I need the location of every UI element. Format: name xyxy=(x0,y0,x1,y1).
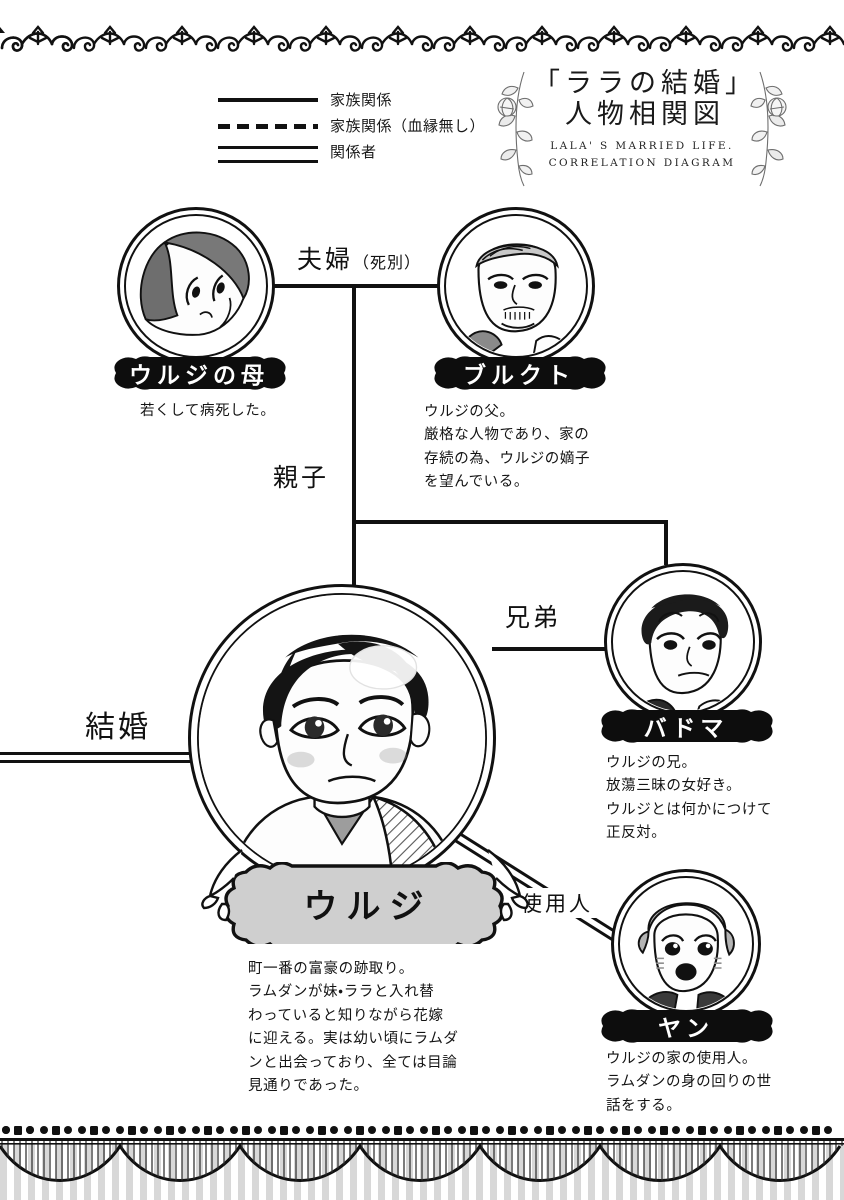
floral-sprig-right-icon xyxy=(748,70,790,188)
nameplate-yan-label: ヤン xyxy=(658,1016,714,1042)
portrait-mother xyxy=(117,207,275,365)
nameplate-badoma-label: バドマ xyxy=(643,716,729,742)
title-english-line2: CORRELATION DIAGRAM xyxy=(548,156,736,169)
portrait-father xyxy=(437,207,595,365)
connector-children-bar xyxy=(352,520,668,524)
title-block: 「ララの結婚」 人物相関図 LALA' S MARRIED LIFE. CORR… xyxy=(492,68,792,188)
description-urji: 町一番の富豪の跡取り。 ラムダンが妹・ララと入れ替 わっていると知りながら花嫁 … xyxy=(248,961,459,1095)
legend-key-solid-line xyxy=(218,89,318,109)
legend-key-dashed-line xyxy=(218,115,318,135)
connector-mother-father xyxy=(268,284,452,288)
legend-label-family-no-blood: 家族関係（血縁無し） xyxy=(330,116,486,135)
connector-down-badoma xyxy=(664,520,668,565)
legend-label-associate: 関係者 xyxy=(330,142,377,161)
legend-label-family: 家族関係 xyxy=(330,90,393,109)
wheat-flourish-left-icon xyxy=(201,849,243,922)
nameplate-father-label: ブルクト xyxy=(463,363,575,389)
top-ornament-border xyxy=(0,18,844,64)
portrait-yan xyxy=(611,869,761,1019)
connector-parents-down xyxy=(352,284,356,524)
floral-sprig-left-icon xyxy=(494,70,536,188)
wheat-flourish-right-icon xyxy=(487,849,529,922)
description-badoma: ウルジの兄。 放蕩三昧の女好き。 ウルジとは何かにつけて 正反対。 xyxy=(606,755,773,842)
legend-item-family: 家族関係 xyxy=(218,86,498,112)
connector-down-urji xyxy=(352,520,356,620)
nameplate-urji-label: ウルジ xyxy=(303,886,433,927)
legend-key-double-line xyxy=(218,141,318,163)
nameplate-urji: ウルジ xyxy=(222,862,506,944)
nameplate-badoma: バドマ xyxy=(595,708,773,744)
connector-marriage-double xyxy=(0,752,190,763)
nameplate-father: ブルクト xyxy=(428,355,606,391)
nameplate-mother-label: ウルジの母 xyxy=(129,363,269,389)
legend-item-associate: 関係者 xyxy=(218,138,498,164)
relation-label-servant: 使用人 xyxy=(516,888,598,918)
title-japanese-line2: 人物相関図 xyxy=(565,99,725,131)
relation-label-parent-child: 親子 xyxy=(268,458,335,494)
nameplate-yan: ヤン xyxy=(595,1008,773,1044)
relation-label-couple: 夫婦（死別） xyxy=(292,240,427,276)
connector-urji-badoma xyxy=(492,647,608,651)
bottom-lace-curtain-border xyxy=(0,1122,844,1200)
legend: 家族関係 家族関係（血縁無し） 関係者 xyxy=(218,86,498,164)
relation-label-marriage: 結婚 xyxy=(80,702,156,746)
description-father: ウルジの父。 厳格な人物であり、家の 存続の為、ウルジの嫡子 を望んでいる。 xyxy=(424,404,591,491)
description-mother: 若くして病死した。 xyxy=(140,403,276,419)
description-yan: ウルジの家の使用人。 ラムダンの身の回りの世 話をする。 xyxy=(606,1051,772,1114)
relation-label-sibling: 兄弟 xyxy=(500,598,567,634)
title-japanese-line1: 「ララの結婚」 xyxy=(533,68,757,99)
nameplate-mother: ウルジの母 xyxy=(108,355,286,391)
legend-item-family-no-blood: 家族関係（血縁無し） xyxy=(218,112,498,138)
portrait-badoma xyxy=(604,563,762,721)
title-english-line1: LALA' S MARRIED LIFE. xyxy=(550,140,734,153)
